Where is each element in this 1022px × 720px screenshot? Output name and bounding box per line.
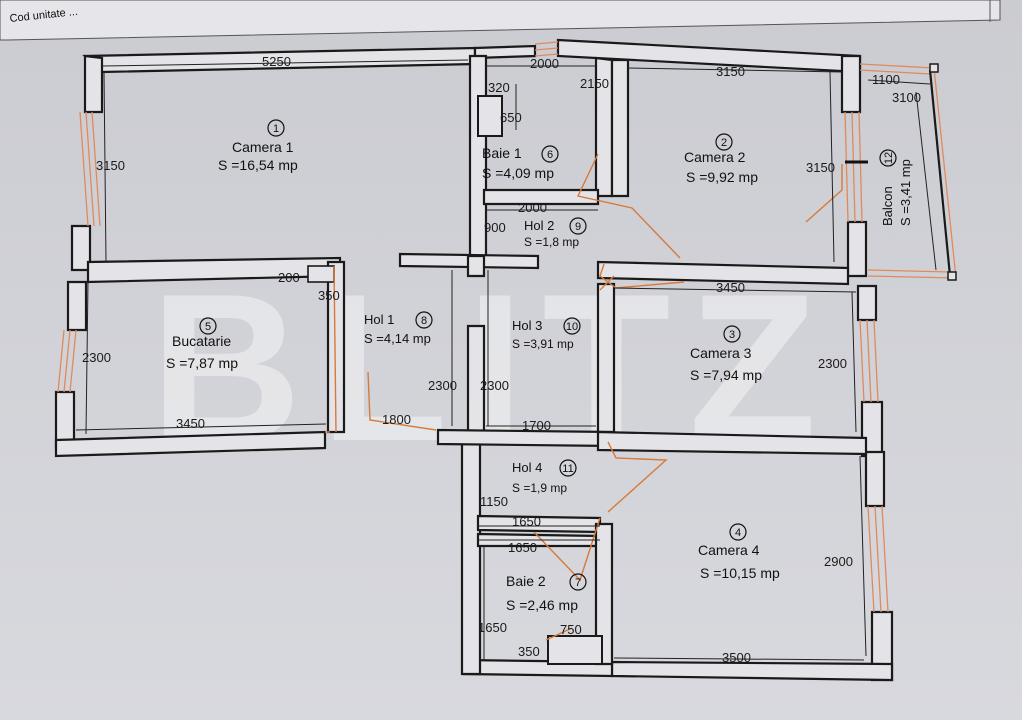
- dimension-label: 1700: [522, 418, 551, 433]
- room-number: 6: [547, 149, 553, 161]
- dimension-label: 3150: [806, 160, 835, 175]
- room-name: Camera 4: [698, 542, 760, 558]
- room-name: Camera 3: [690, 345, 752, 361]
- room-number: 12: [883, 152, 895, 164]
- balcony-outline: [845, 63, 957, 281]
- room-number: 9: [575, 221, 581, 233]
- dimension-label: 2000: [518, 200, 547, 215]
- dimension-label: 2900: [824, 554, 853, 569]
- room-camera-1: 1 Camera 1 S =16,54 mp: [218, 119, 298, 173]
- room-number: 4: [735, 527, 741, 539]
- dimension-label: 750: [560, 622, 582, 637]
- dimension-lines: [75, 59, 937, 661]
- room-name: Hol 2: [524, 218, 554, 233]
- dimension-label: 1650: [478, 620, 507, 635]
- room-hol-3: Hol 3 10 S =3,91 mp: [512, 317, 581, 351]
- room-camera-3: 3 Camera 3 S =7,94 mp: [690, 325, 762, 383]
- room-camera-4: 4 Camera 4 S =10,15 mp: [698, 523, 780, 581]
- dimension-label: 3450: [176, 416, 205, 431]
- room-area: S =4,09 mp: [482, 165, 554, 181]
- dimension-label: 5250: [262, 54, 291, 69]
- dimension-label: 2300: [818, 356, 847, 371]
- dimension-label: 3100: [892, 90, 921, 105]
- room-area: S =1,9 mp: [512, 481, 567, 495]
- room-baie-2: Baie 2 7 S =2,46 mp: [506, 573, 587, 613]
- dimension-label: 1100: [872, 72, 900, 87]
- dimension-label: 3150: [96, 158, 125, 173]
- document-header: Cod unitate ...: [0, 0, 1001, 41]
- dimension-label: 2300: [480, 378, 509, 393]
- room-labels: 1 Camera 1 S =16,54 mp 2 Camera 2 S =9,9…: [166, 119, 913, 613]
- room-area: S =16,54 mp: [218, 157, 298, 173]
- dimension-label: 3450: [716, 280, 745, 295]
- room-area: S =2,46 mp: [506, 597, 578, 613]
- room-number: 10: [566, 321, 578, 333]
- room-number: 8: [421, 315, 427, 327]
- room-hol-4: Hol 4 11 S =1,9 mp: [512, 459, 577, 495]
- room-name: Hol 4: [512, 460, 542, 475]
- room-bucatarie: 5 Bucatarie S =7,87 mp: [166, 317, 238, 371]
- room-name: Bucatarie: [172, 333, 231, 349]
- room-camera-2: 2 Camera 2 S =9,92 mp: [684, 133, 758, 185]
- dimension-label: 3500: [722, 650, 751, 665]
- dimension-labels: 5250 3150 2300 3450 200 350 1800 320 650…: [82, 54, 921, 665]
- dimension-label: 320: [488, 80, 510, 95]
- room-name: Balcon: [880, 186, 895, 226]
- dimension-label: 2150: [580, 76, 609, 91]
- room-hol-1: Hol 1 8 S =4,14 mp: [364, 311, 433, 346]
- room-name: Camera 2: [684, 149, 746, 165]
- room-name: Baie 2: [506, 573, 546, 589]
- room-name: Hol 3: [512, 318, 542, 333]
- room-name: Hol 1: [364, 312, 394, 327]
- room-number: 5: [205, 321, 211, 333]
- room-balcon: Balcon 12 S =3,41 mp: [879, 149, 913, 226]
- room-name: Baie 1: [482, 145, 522, 161]
- dimension-label: 900: [484, 220, 506, 235]
- room-area: S =7,94 mp: [690, 367, 762, 383]
- room-area: S =1,8 mp: [524, 235, 579, 249]
- dimension-label: 1650: [508, 540, 537, 555]
- room-number: 7: [575, 577, 581, 589]
- dimension-label: 2300: [82, 350, 111, 365]
- dimension-label: 1150: [480, 494, 508, 509]
- room-number: 11: [562, 463, 573, 475]
- windows: [57, 41, 889, 613]
- room-area: S =4,14 mp: [364, 331, 431, 346]
- dimension-label: 2300: [428, 378, 457, 393]
- room-area: S =7,87 mp: [166, 355, 238, 371]
- room-hol-2: Hol 2 9 S =1,8 mp: [524, 217, 587, 249]
- room-number: 1: [273, 123, 279, 135]
- dimension-label: 2000: [530, 56, 559, 71]
- room-number: 3: [729, 329, 735, 341]
- door-swings: [333, 153, 843, 641]
- room-baie-1: Baie 1 6 S =4,09 mp: [482, 145, 559, 181]
- room-area: S =10,15 mp: [700, 565, 780, 581]
- dimension-label: 350: [518, 644, 540, 659]
- interior-walls: [86, 54, 868, 666]
- room-number: 2: [721, 137, 727, 149]
- room-area: S =9,92 mp: [686, 169, 758, 185]
- dimension-label: 3150: [716, 64, 745, 79]
- room-area: S =3,91 mp: [512, 337, 574, 351]
- dimension-label: 1800: [382, 412, 411, 427]
- room-area: S =3,41 mp: [898, 159, 913, 226]
- exterior-walls: [54, 38, 894, 682]
- dimension-label: 650: [500, 110, 522, 125]
- dimension-label: 200: [278, 270, 300, 285]
- dimension-label: 1650: [512, 514, 541, 529]
- room-name: Camera 1: [232, 139, 294, 155]
- dimension-label: 350: [318, 288, 340, 303]
